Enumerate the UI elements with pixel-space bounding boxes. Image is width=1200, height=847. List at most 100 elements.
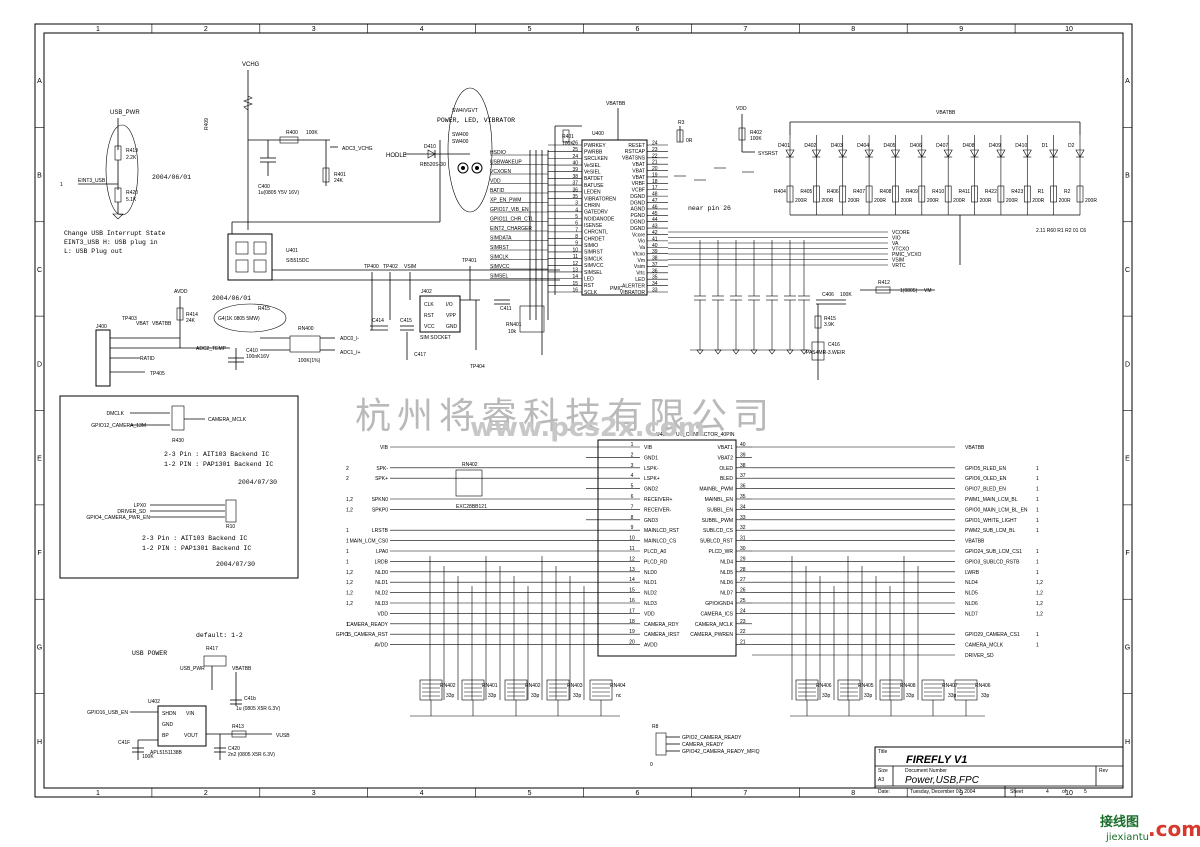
pmic-pin-number: 45 [652,211,658,217]
usb-interrupt-divider: USB_PWR R419 2.2K R420 5.1K 1 EINT3_USB … [60,110,191,255]
fpc-net-label: PWM1_MAIN_LCM_BL [965,497,1018,503]
total-value: 5 [1084,789,1087,795]
svg-text:1u (0805 X5R 6.3V): 1u (0805 X5R 6.3V) [236,706,281,712]
sim-socket-label: SIM SOCKET [420,335,451,341]
brand-com: .com [1148,817,1200,841]
svg-text:VIN: VIN [186,711,195,717]
camera-ready-c: GPIO42_CAMERA_READY_MFIQ [682,749,760,755]
led-res-value: 200R [848,198,860,204]
adc3-label: ADC3_VCHG [342,146,373,152]
pmic-net-label: SIMVCC [490,264,510,270]
pmic-net-label: PMIC_VCXO [892,252,922,258]
svg-text:EXC28BB121: EXC28BB121 [456,504,487,510]
fpc-net-label: CAMERA_READY [347,622,389,628]
svg-text:R401: R401 [562,134,574,140]
r417-label: R417 [206,646,218,652]
grid-col-label: 9 [959,26,963,33]
led-ref: D401 [778,143,790,149]
svg-text:10k: 10k [508,329,517,335]
pmic-pin-number: 15 [572,281,578,287]
fpc-pin-name: MAINBL_EN [705,497,734,503]
pmic-net-label: VIO [892,236,901,242]
pmic-net-label: VCXOEN [490,169,512,175]
c400-ref: C400 [258,184,270,190]
power-key-block: HODLE D410 RB520S-30 POWER, LED, VIBRATO… [386,87,515,213]
fpc-pin-name: MAINLCD_RST [644,528,679,534]
pmic-pin-name: DGND [630,226,645,232]
pmic-pin-name: VRBF [632,181,645,187]
pmic-pin-number: 43 [652,224,658,230]
fpc-net-label: SPK+ [375,476,388,482]
usb-note-line3: L: USB Plug out [64,248,123,255]
fpc-pin-name: MAINLCD_CS [644,539,677,545]
led-icon [890,149,900,158]
svg-text:C417: C417 [414,352,426,358]
pmic-pin-number: 21 [652,160,658,166]
pmic-pin-name: SIMCLK [584,256,603,262]
title-label: Title [878,749,887,755]
fpc-net-pin: 1 [346,549,349,555]
svg-text:3.9K: 3.9K [824,322,835,328]
svg-text:100K: 100K [562,141,574,147]
pmic-pin-number: 9 [575,241,578,247]
pmic-net-label: VSIM [892,258,904,264]
pmic-pin-name: Vrtc [636,271,645,277]
fpc-pin-number: 38 [740,463,746,469]
grid-row-label: B [37,173,42,180]
pmic-pin-number: 38 [652,256,658,262]
pmic-pin-number: 16 [572,288,578,294]
tp402-label: TP402 [383,264,398,270]
pmic-net-label: SIMRST [490,245,509,251]
led-ref: D409 [989,143,1001,149]
grid-row-label: A [37,78,42,85]
dc416-label: PAS4MR-3.WEIR [806,350,845,356]
fpc-pin-number: 4 [631,473,634,479]
fpc-net-pin: 1 [1036,518,1039,524]
svg-text:VBATBB: VBATBB [232,666,252,672]
pmic-pin-name: BATUSE [584,183,604,189]
svg-text:C411: C411 [500,306,512,312]
svg-text:U400: U400 [592,131,604,137]
pmic-pin-number: 20 [652,166,658,172]
fpc-pin-name: SUBBL_PWM [702,518,733,524]
svg-text:VCC: VCC [424,324,435,330]
fpc-pin-name: NLD2 [644,591,657,597]
fpc-net-pin: 2 [346,476,349,482]
svg-text:C415: C415 [400,318,412,324]
svg-text:SW400: SW400 [452,139,469,145]
j400-label: J400 [96,324,107,330]
pmic-pin-number: 36 [572,187,578,193]
fpc-pin-name: NLD7 [720,591,733,597]
fpc-pin-number: 11 [629,546,634,552]
box-note-a1: 2-3 Pin : AIT103 Backend IC [164,451,269,458]
fpc-net-pin: 1 [1036,497,1039,503]
fpc-pin-name: CAMERA_ICS [700,611,733,617]
fpc-pin-number: 24 [740,608,746,614]
fpc-pin-name: NLD1 [644,580,657,586]
brand-corner: 接线图 jiexiantu .com [1100,814,1200,843]
fpc-net-pin: 1 [1036,528,1039,534]
fpc-net-pin: 1,2 [1036,601,1043,607]
led-res-value: 200R [795,198,807,204]
pmic-pin-name: RST [584,283,594,289]
led-res-value: 200R [900,198,912,204]
diode-ref: D410 [424,144,436,150]
fpc-pin-number: 27 [740,577,746,583]
svg-text:R401: R401 [334,172,346,178]
usb-note-line1: Change USB Interrupt State [64,230,166,237]
fpc-pin-name: VBAT2 [718,455,734,461]
tp401-label: TP401 [462,258,477,264]
pmic-pin-name: PWRKEY [584,143,606,149]
fpc-net-label: GPIO5_CAMERA_RST [336,632,388,638]
brand-chinese: 接线图 [1100,814,1139,830]
svg-text:C410: C410 [246,348,258,354]
ground-icon [768,349,776,355]
u401-ref: U401 [286,248,298,254]
note-ellipse [213,303,287,333]
pmic-pin-name: SIMIO [584,243,598,249]
pmic-pin-number: 48 [652,192,658,198]
grid-col-label: 4 [420,790,424,797]
svg-text:24K: 24K [334,178,344,184]
svg-text:R402: R402 [750,130,762,136]
ground-icon [750,349,758,355]
